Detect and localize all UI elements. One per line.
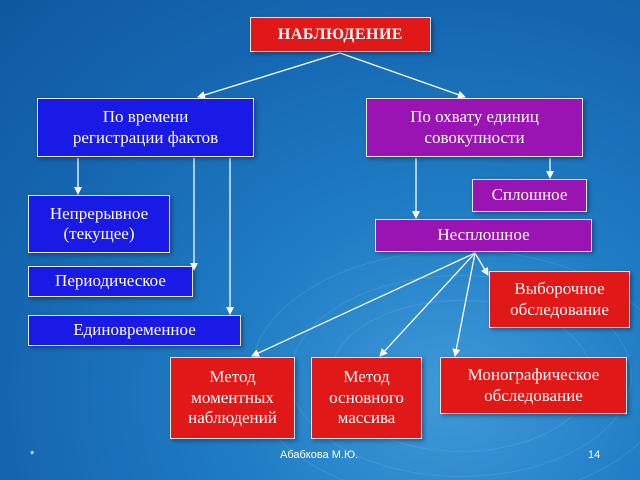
node-incomplete: Несплошное bbox=[375, 219, 592, 252]
arrow-root-to-coverage bbox=[339, 52, 466, 99]
footer-author: Абабкова М.Ю. bbox=[280, 449, 359, 461]
node-continuous-label: Непрерывное (текущее) bbox=[49, 203, 149, 243]
node-complete: Сплошное bbox=[472, 179, 587, 212]
node-root: НАБЛЮДЕНИЕ bbox=[250, 17, 431, 52]
node-moment: Метод моментных наблюдений bbox=[170, 357, 295, 439]
arrow-incomplete-to-sample bbox=[474, 252, 489, 276]
node-by-coverage: По охвату единиц совокупности bbox=[366, 98, 583, 157]
node-by-coverage-label: По охвату единиц совокупности bbox=[410, 107, 539, 147]
node-sample: Выборочное обследование bbox=[489, 271, 630, 328]
arrow-incomplete-to-moment bbox=[251, 252, 476, 357]
arrow-incomplete-to-mainarray bbox=[379, 252, 476, 357]
arrow-root-to-time bbox=[197, 52, 341, 99]
node-complete-label: Сплошное bbox=[491, 185, 568, 205]
node-one-time: Единовременное bbox=[28, 315, 241, 346]
node-incomplete-label: Несплошное bbox=[437, 225, 530, 245]
node-root-label: НАБЛЮДЕНИЕ bbox=[277, 25, 404, 43]
node-by-time: По времени регистрации фактов bbox=[37, 98, 254, 157]
node-main-array: Метод основного массива bbox=[311, 357, 422, 439]
footer-page-number: 14 bbox=[588, 449, 601, 461]
node-moment-label: Метод моментных наблюдений bbox=[188, 367, 277, 428]
node-one-time-label: Единовременное bbox=[73, 320, 196, 340]
node-main-array-label: Метод основного массива bbox=[329, 367, 404, 428]
arrow-incomplete-to-monographic bbox=[452, 252, 476, 357]
node-by-time-label: По времени регистрации фактов bbox=[72, 107, 219, 147]
node-sample-label: Выборочное обследование bbox=[510, 279, 609, 319]
footer-left: * bbox=[30, 449, 35, 461]
node-periodic-label: Периодическое bbox=[55, 271, 166, 291]
node-monographic: Монографическое обследование bbox=[440, 357, 627, 414]
node-monographic-label: Монографическое обследование bbox=[467, 365, 600, 405]
node-periodic: Периодическое bbox=[28, 266, 193, 297]
node-continuous: Непрерывное (текущее) bbox=[28, 195, 170, 253]
